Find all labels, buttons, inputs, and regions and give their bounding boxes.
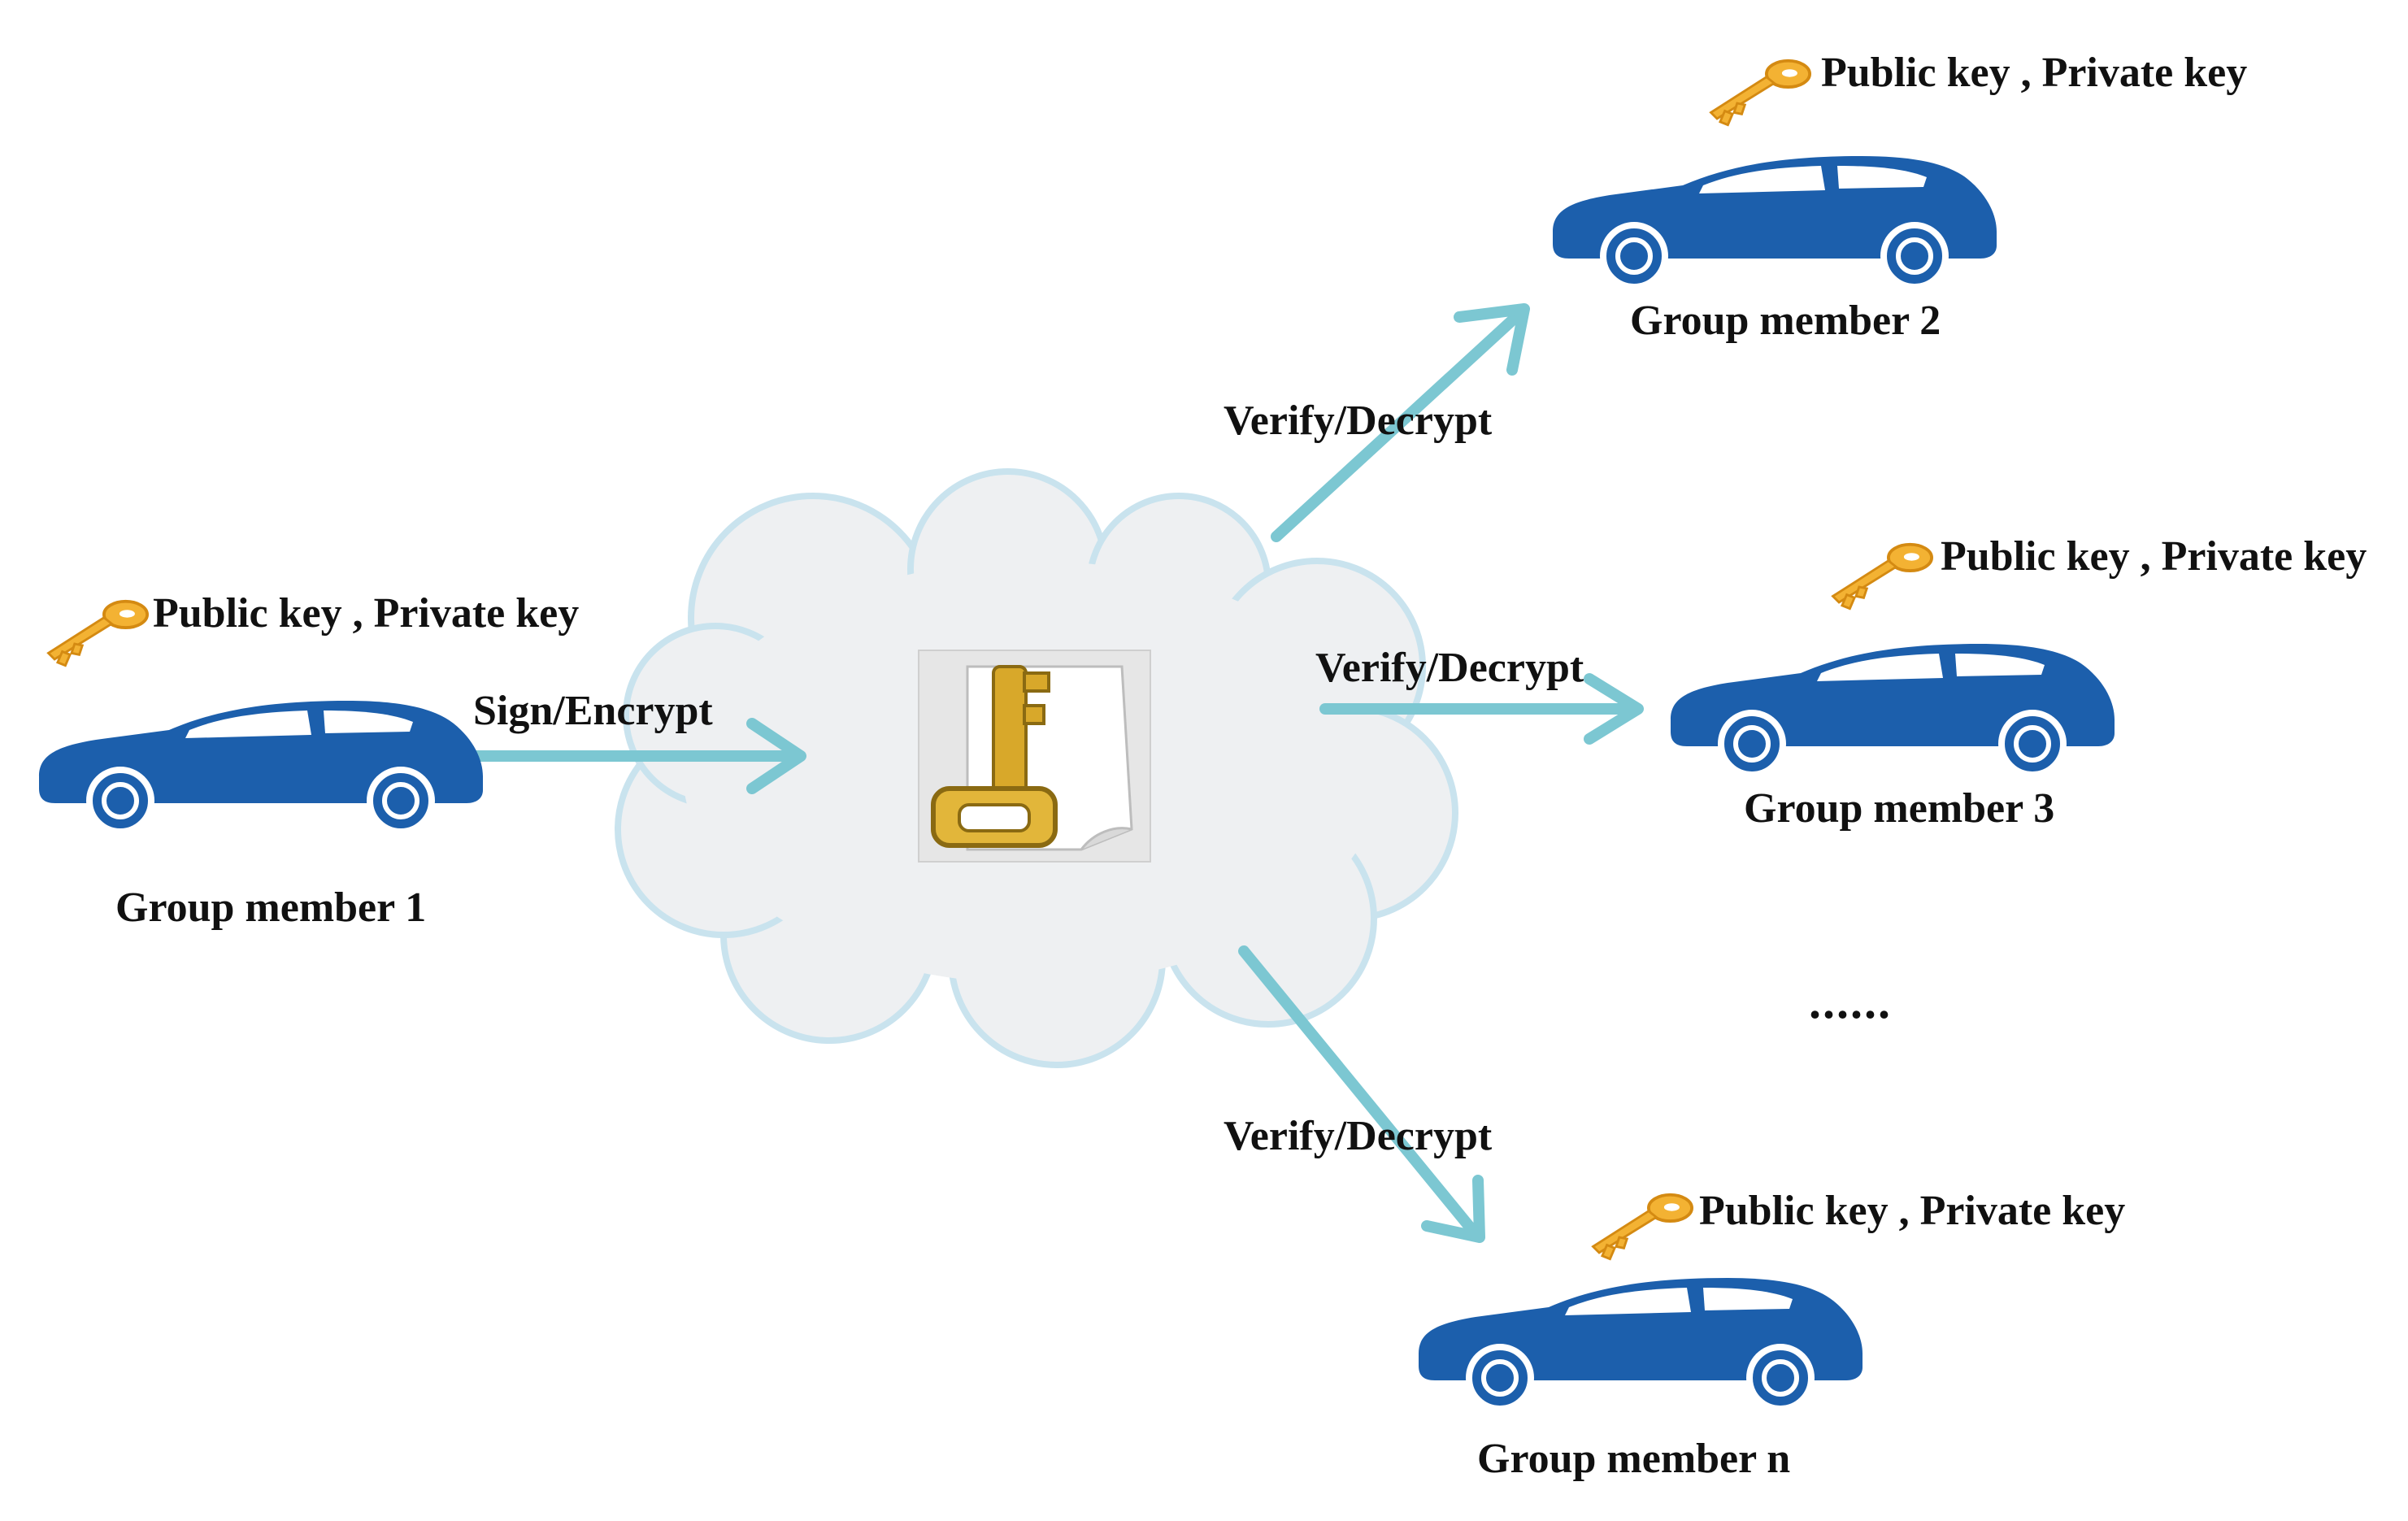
member-1-label: Group member 1 [115, 884, 427, 931]
more-members-ellipsis: ...... [1809, 975, 1892, 1028]
sign-encrypt-label: Sign/Encrypt [473, 688, 713, 734]
verify-decrypt-label-n: Verify/Decrypt [1224, 1113, 1493, 1159]
key-icon [1591, 1193, 1694, 1261]
arrow-sign-encrypt [463, 718, 806, 794]
key-icon [46, 599, 150, 667]
car-icon [39, 701, 483, 832]
member-2-label: Group member 2 [1630, 298, 1941, 344]
document-key-icon [918, 650, 1151, 863]
member-2-key-label: Public key , Private key [1821, 50, 2248, 96]
verify-decrypt-label-2: Verify/Decrypt [1224, 398, 1493, 444]
arrow-to-member-3 [1319, 673, 1644, 745]
source-key-label: Public key , Private key [153, 590, 580, 637]
key-icon [1831, 542, 1934, 611]
member-3-label: Group member 3 [1744, 785, 2055, 832]
member-3-key-label: Public key , Private key [1941, 533, 2367, 580]
car-icon [1419, 1278, 1863, 1409]
arrow-to-member-n [1238, 945, 1485, 1243]
member-n-label: Group member n [1477, 1436, 1791, 1482]
car-icon [1553, 156, 1997, 287]
verify-decrypt-label-3: Verify/Decrypt [1315, 645, 1584, 691]
member-n-key-label: Public key , Private key [1699, 1188, 2126, 1234]
car-icon [1671, 644, 2115, 775]
key-icon [1709, 59, 1812, 127]
arrow-to-member-2 [1271, 303, 1530, 542]
